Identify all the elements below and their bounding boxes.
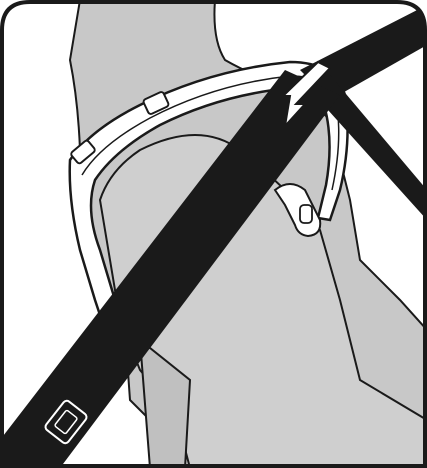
harness-seatbelt-diagram — [0, 0, 427, 468]
instruction-illustration — [0, 0, 427, 468]
